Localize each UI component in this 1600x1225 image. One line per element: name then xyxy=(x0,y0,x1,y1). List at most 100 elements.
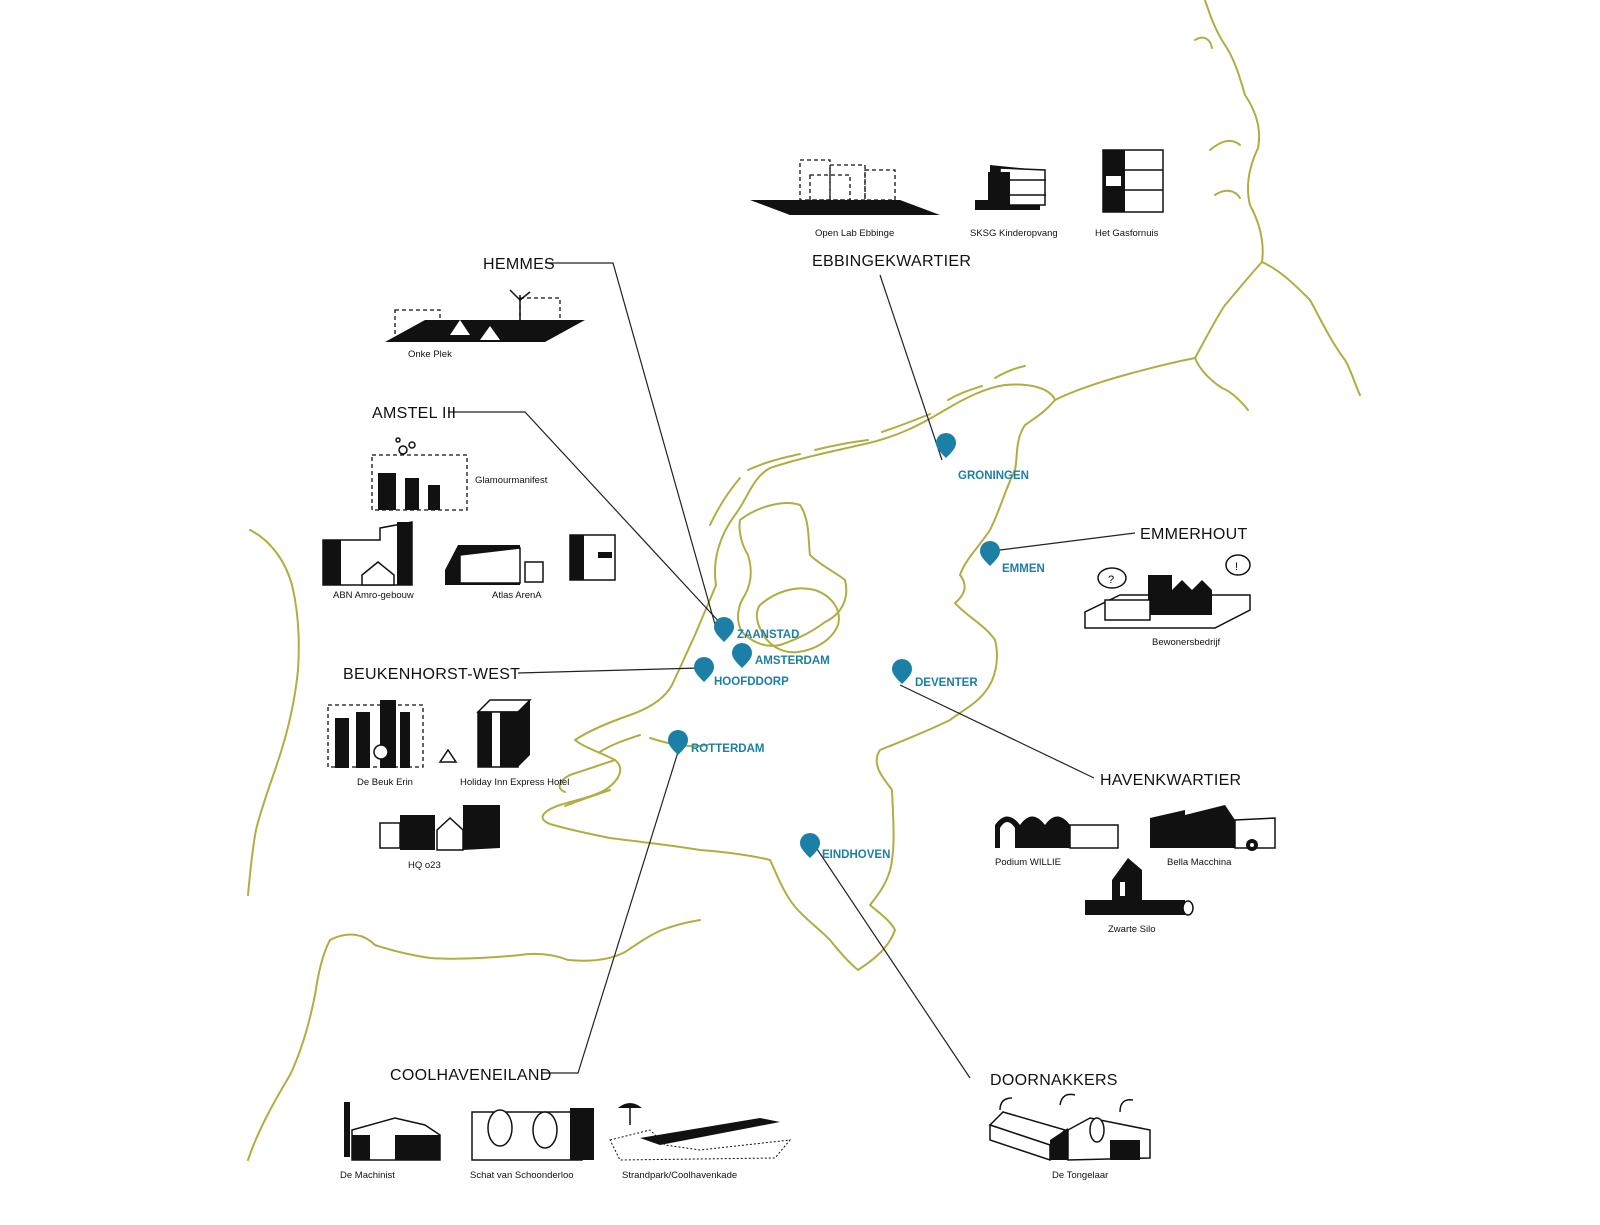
building-icon xyxy=(327,700,458,768)
building-icon xyxy=(344,1102,441,1161)
caption-glamourmanifest: Glamourmanifest xyxy=(475,475,548,486)
caption-strandpark-coolhavenkade: Strandpark/Coolhavenkade xyxy=(622,1170,737,1181)
district-label-havenkwartier: HAVENKWARTIER xyxy=(1100,772,1241,789)
leader-lines xyxy=(448,262,1136,1079)
district-label-beukenhorst-west: BEUKENHORST-WEST xyxy=(343,666,520,683)
marker-pin-icon xyxy=(714,617,734,642)
city-label-hoofddorp: HOOFDDORP xyxy=(714,676,789,688)
speech-bubble-icon: ! xyxy=(1225,554,1251,576)
project-de-tongelaar: De Tongelaar xyxy=(988,1093,1151,1181)
caption-abn-amro-gebouw: ABN Amro-gebouw xyxy=(333,590,414,601)
marker-eindhoven[interactable]: EINDHOVEN xyxy=(800,833,890,861)
project-bella-macchina: Bella Macchina xyxy=(1150,805,1276,868)
caption-sksg-kinderopvang: SKSG Kinderopvang xyxy=(970,228,1058,239)
project-podium-willie: Podium WILLIE xyxy=(995,816,1119,868)
caption-zwarte-silo: Zwarte Silo xyxy=(1108,924,1156,935)
building-icon xyxy=(445,534,616,585)
marker-amsterdam[interactable]: AMSTERDAM xyxy=(732,643,830,668)
bicycle-icon xyxy=(1246,839,1258,851)
caption-de-beuk-erin: De Beuk Erin xyxy=(357,777,413,788)
project-strandpark-coolhavenkade: Strandpark/Coolhavenkade xyxy=(609,1103,792,1181)
project-het-gasfornuis: Het Gasfornuis xyxy=(1095,149,1164,239)
tree-icon xyxy=(487,1109,558,1149)
district-label-emmerhout: EMMERHOUT xyxy=(1140,526,1248,543)
arrow-icon xyxy=(999,1093,1134,1113)
city-label-emmen: EMMEN xyxy=(1002,563,1045,575)
marker-pin-icon xyxy=(936,433,956,458)
building-icon xyxy=(988,1093,1151,1162)
tree-icon xyxy=(509,289,531,320)
speech-bubble-icon: ? xyxy=(1097,567,1127,589)
building-icon xyxy=(1102,149,1164,213)
district-label-doornakkers: DOORNAKKERS xyxy=(990,1072,1118,1089)
building-icon xyxy=(385,289,585,342)
marker-zaanstad[interactable]: ZAANSTAD xyxy=(714,617,799,642)
caption-de-tongelaar: De Tongelaar xyxy=(1052,1170,1108,1181)
marker-pin-icon xyxy=(800,833,820,858)
marker-deventer[interactable]: DEVENTER xyxy=(892,659,978,689)
tree-icon xyxy=(373,744,389,760)
city-label-deventer: DEVENTER xyxy=(915,677,978,689)
project-atlas-arena: Atlas ArenA xyxy=(445,534,616,601)
project-zwarte-silo: Zwarte Silo xyxy=(1085,858,1194,935)
recycle-icon xyxy=(438,748,458,763)
project-abn-amro-gebouw: ABN Amro-gebouw xyxy=(322,521,414,601)
caption-podium-willie: Podium WILLIE xyxy=(995,857,1061,868)
project-holiday-inn-express-hotel: Holiday Inn Express Hotel xyxy=(460,699,569,788)
marker-emmen[interactable]: EMMEN xyxy=(980,541,1045,575)
project-de-beuk-erin: De Beuk Erin xyxy=(327,700,458,788)
caption-schat-van-schoonderloo: Schat van Schoonderloo xyxy=(470,1170,574,1181)
building-icon xyxy=(379,805,500,851)
svg-text:?: ? xyxy=(1108,574,1114,586)
project-schat-van-schoonderloo: Schat van Schoonderloo xyxy=(470,1108,594,1181)
caption-onke-plek: Onke Plek xyxy=(408,349,452,360)
marker-pin-icon xyxy=(668,730,688,755)
district-label-amstel-iii: AMSTEL III xyxy=(372,405,456,422)
project-hq-o23: HQ o23 xyxy=(379,805,500,871)
building-icon xyxy=(1150,805,1276,851)
caption-bewonersbedrijf: Bewonersbedrijf xyxy=(1152,637,1220,648)
marker-groningen[interactable]: GRONINGEN xyxy=(936,433,1029,482)
caption-bella-macchina: Bella Macchina xyxy=(1167,857,1232,868)
project-glamourmanifest: Glamourmanifest xyxy=(371,437,548,511)
tree-icon xyxy=(1089,1117,1105,1143)
project-onke-plek: Onke Plek xyxy=(385,289,585,360)
building-icon xyxy=(322,521,413,586)
marker-hoofddorp[interactable]: HOOFDDORP xyxy=(694,657,789,688)
marker-rotterdam[interactable]: ROTTERDAM xyxy=(668,730,764,755)
city-label-rotterdam: ROTTERDAM xyxy=(691,743,764,755)
project-bewonersbedrijf: ? ! Bewonersbedrijf xyxy=(1084,554,1251,648)
district-label-hemmes: HEMMES xyxy=(483,256,555,273)
district-label-ebbingekwartier: EBBINGEKWARTIER xyxy=(812,253,971,270)
project-open-lab-ebbinge: Open Lab Ebbinge xyxy=(750,159,940,239)
city-label-zaanstad: ZAANSTAD xyxy=(737,629,799,641)
caption-het-gasfornuis: Het Gasfornuis xyxy=(1095,228,1159,239)
marker-pin-icon xyxy=(980,541,1000,566)
building-icon xyxy=(750,159,940,215)
marker-pin-icon xyxy=(732,643,752,668)
parasol-icon xyxy=(618,1103,642,1125)
caption-holiday-inn-express-hotel: Holiday Inn Express Hotel xyxy=(460,777,569,788)
marker-pin-icon xyxy=(694,657,714,682)
building-icon xyxy=(371,437,468,511)
building-icon xyxy=(609,1103,792,1161)
city-label-eindhoven: EINDHOVEN xyxy=(822,849,890,861)
svg-text:!: ! xyxy=(1235,561,1238,573)
caption-hq-o23: HQ o23 xyxy=(408,860,441,871)
caption-open-lab-ebbinge: Open Lab Ebbinge xyxy=(815,228,894,239)
building-icon xyxy=(995,816,1119,849)
marker-pin-icon xyxy=(892,659,912,684)
city-label-amsterdam: AMSTERDAM xyxy=(755,655,830,667)
coastline xyxy=(247,0,1361,1161)
building-icon xyxy=(1085,858,1194,916)
district-labels: HEMMES EBBINGEKWARTIER AMSTEL III EMMERH… xyxy=(343,253,1248,1089)
project-sksg-kinderopvang: SKSG Kinderopvang xyxy=(970,165,1058,239)
building-icon xyxy=(975,165,1046,210)
project-de-machinist: De Machinist xyxy=(340,1102,441,1181)
city-markers: GRONINGEN EMMEN ZAANSTAD AMSTERDAM HOOFD… xyxy=(668,433,1045,861)
building-icon: ? ! xyxy=(1084,554,1251,629)
city-label-groningen: GRONINGEN xyxy=(958,470,1029,482)
building-icon xyxy=(471,1108,594,1161)
district-label-coolhaveneiland: COOLHAVENEILAND xyxy=(390,1067,552,1084)
